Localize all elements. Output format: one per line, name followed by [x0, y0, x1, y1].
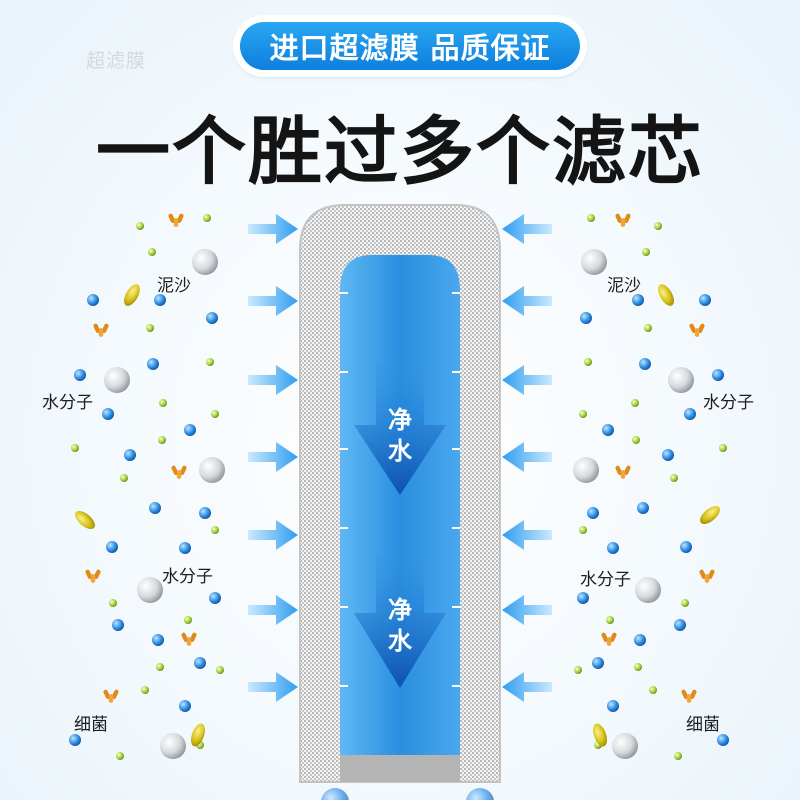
label-sand-left: 泥沙: [157, 276, 191, 296]
label-bacteria-left: 细菌: [74, 715, 108, 735]
particles-left: [69, 212, 225, 760]
label-water-left-2: 水分子: [162, 567, 213, 587]
label-sand-right: 泥沙: [607, 276, 641, 296]
inflow-arrows-right: [502, 214, 552, 702]
flow-text-top-char2: 水: [388, 437, 412, 465]
water-core: [340, 255, 460, 782]
flow-arrow-bottom: [354, 555, 446, 688]
quality-badge: 进口超滤膜 品质保证: [236, 18, 584, 74]
label-water-left-1: 水分子: [42, 393, 93, 413]
flow-text-bottom: 净 水: [380, 595, 420, 657]
inflow-arrows-left: [248, 214, 298, 702]
flow-text-top: 净 水: [380, 405, 420, 467]
flow-text-top-char1: 净: [388, 406, 412, 434]
particles-right: [573, 212, 729, 760]
droplet-bottom-right: [466, 788, 494, 800]
page-headline: 一个胜过多个滤芯: [96, 109, 704, 195]
flow-text-bottom-char2: 水: [388, 627, 412, 655]
label-water-right-1: 水分子: [703, 393, 754, 413]
flow-arrow-top: [354, 365, 446, 495]
flow-text-bottom-char1: 净: [388, 596, 412, 624]
label-bacteria-right: 细菌: [686, 715, 720, 735]
droplet-bottom-left: [321, 788, 349, 800]
label-water-right-2: 水分子: [580, 570, 631, 590]
watermark-text: 超滤膜: [86, 50, 147, 72]
badge-label: 进口超滤膜 品质保证: [240, 22, 580, 70]
